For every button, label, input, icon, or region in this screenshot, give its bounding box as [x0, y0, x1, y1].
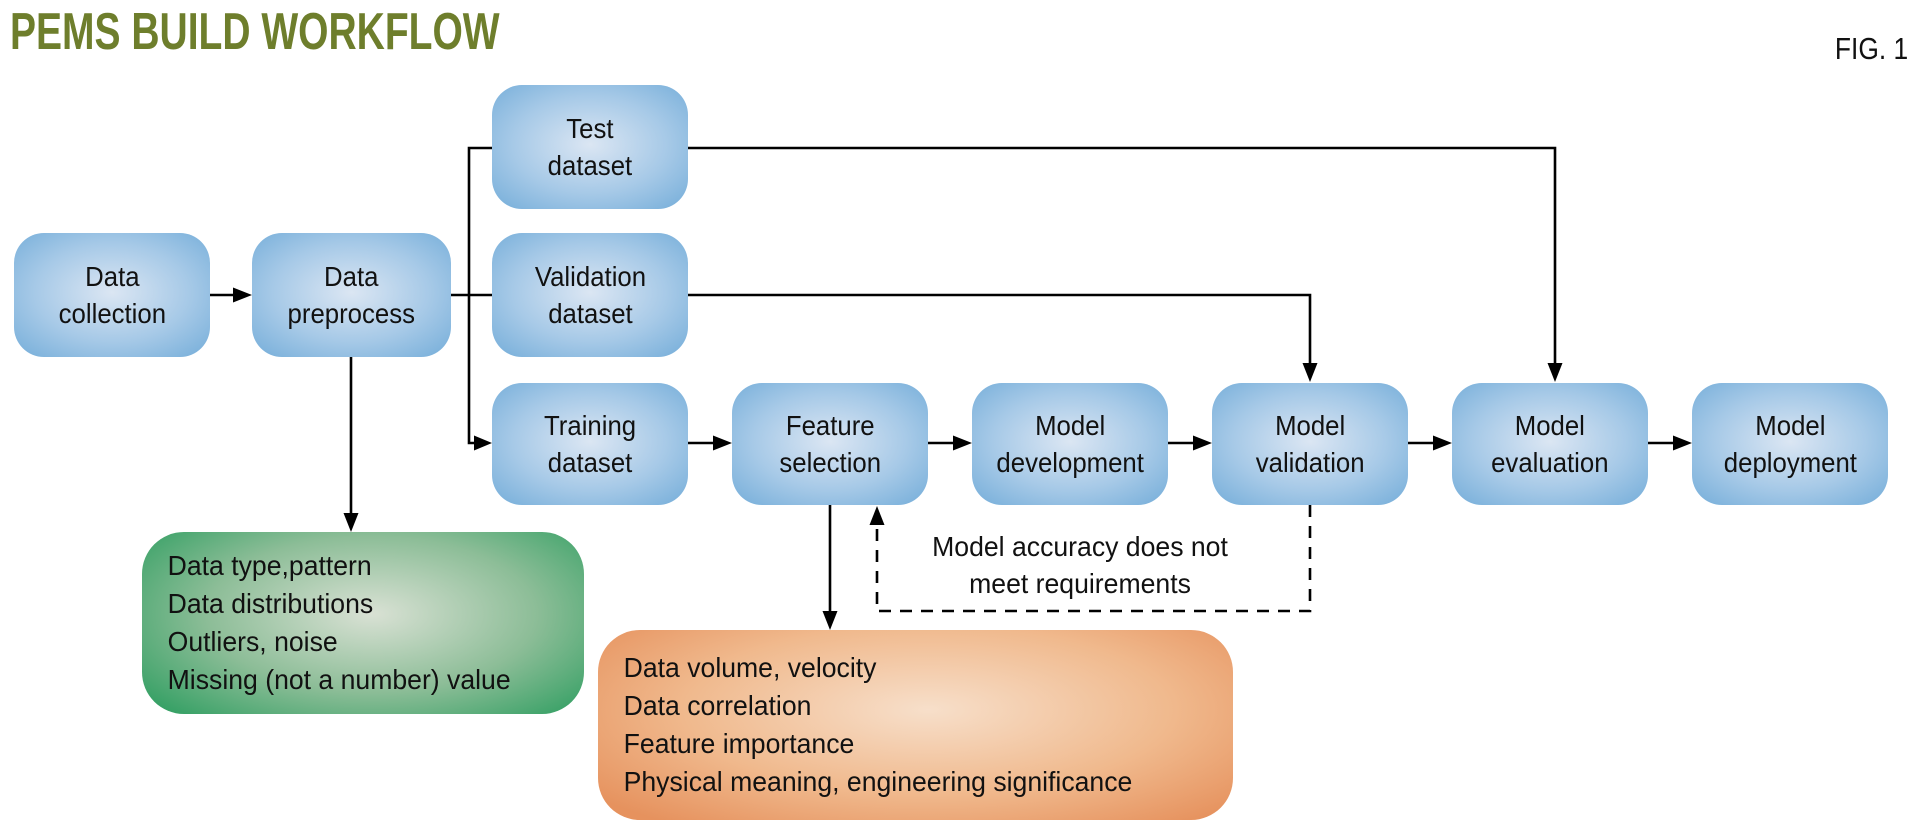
node-validation-dataset: Validation dataset	[492, 233, 688, 357]
node-label: Model deployment	[1723, 410, 1857, 478]
node-label: Data collection	[58, 261, 166, 329]
arrow-feature-to-development	[928, 435, 972, 451]
note-feature-selection-details: Data volume, velocity Data correlation F…	[598, 630, 1233, 820]
node-feature-selection: Feature selection	[732, 383, 928, 505]
node-label: Model evaluation	[1491, 410, 1609, 478]
page-title: PEMS BUILD WORKFLOW	[10, 3, 500, 61]
arrow-test-dataset-to-model-evaluation	[688, 146, 1563, 382]
arrow-feature-to-orange-note	[822, 505, 838, 630]
node-model-deployment: Model deployment	[1692, 383, 1888, 505]
node-label: Training dataset	[543, 410, 637, 478]
arrow-evaluation-to-deployment	[1648, 435, 1692, 451]
arrow-validation-dataset-to-model-validation	[688, 293, 1318, 382]
dashed-feedback-validation-to-feature	[869, 505, 1312, 613]
note-text: Data type,pattern Data distributions Out…	[167, 550, 511, 695]
node-training-dataset: Training dataset	[492, 383, 688, 505]
arrow-validation-to-evaluation	[1408, 435, 1452, 451]
node-label: Data preprocess	[287, 261, 416, 329]
node-label: Test dataset	[547, 113, 633, 181]
node-label: Validation dataset	[534, 261, 646, 329]
node-label: Model development	[996, 410, 1144, 478]
node-data-preprocess: Data preprocess	[252, 233, 451, 357]
note-text: Data volume, velocity Data correlation F…	[623, 652, 1133, 797]
node-label: Feature selection	[779, 410, 881, 478]
node-model-development: Model development	[972, 383, 1168, 505]
arrow-development-to-validation	[1168, 435, 1212, 451]
node-model-validation: Model validation	[1212, 383, 1408, 505]
arrow-preprocess-to-green-note	[343, 357, 359, 532]
note-data-preprocess-details: Data type,pattern Data distributions Out…	[142, 532, 584, 714]
node-test-dataset: Test dataset	[492, 85, 688, 209]
branch-preprocess-to-test-and-training	[467, 146, 492, 451]
node-label: Model validation	[1255, 410, 1365, 478]
node-model-evaluation: Model evaluation	[1452, 383, 1648, 505]
feedback-label: Model accuracy does not meet requirement…	[932, 531, 1228, 599]
arrow-collection-to-preprocess	[209, 287, 252, 303]
arrow-training-to-feature	[688, 435, 732, 451]
figure-label: FIG. 1	[1834, 31, 1908, 66]
node-data-collection: Data collection	[14, 233, 210, 357]
